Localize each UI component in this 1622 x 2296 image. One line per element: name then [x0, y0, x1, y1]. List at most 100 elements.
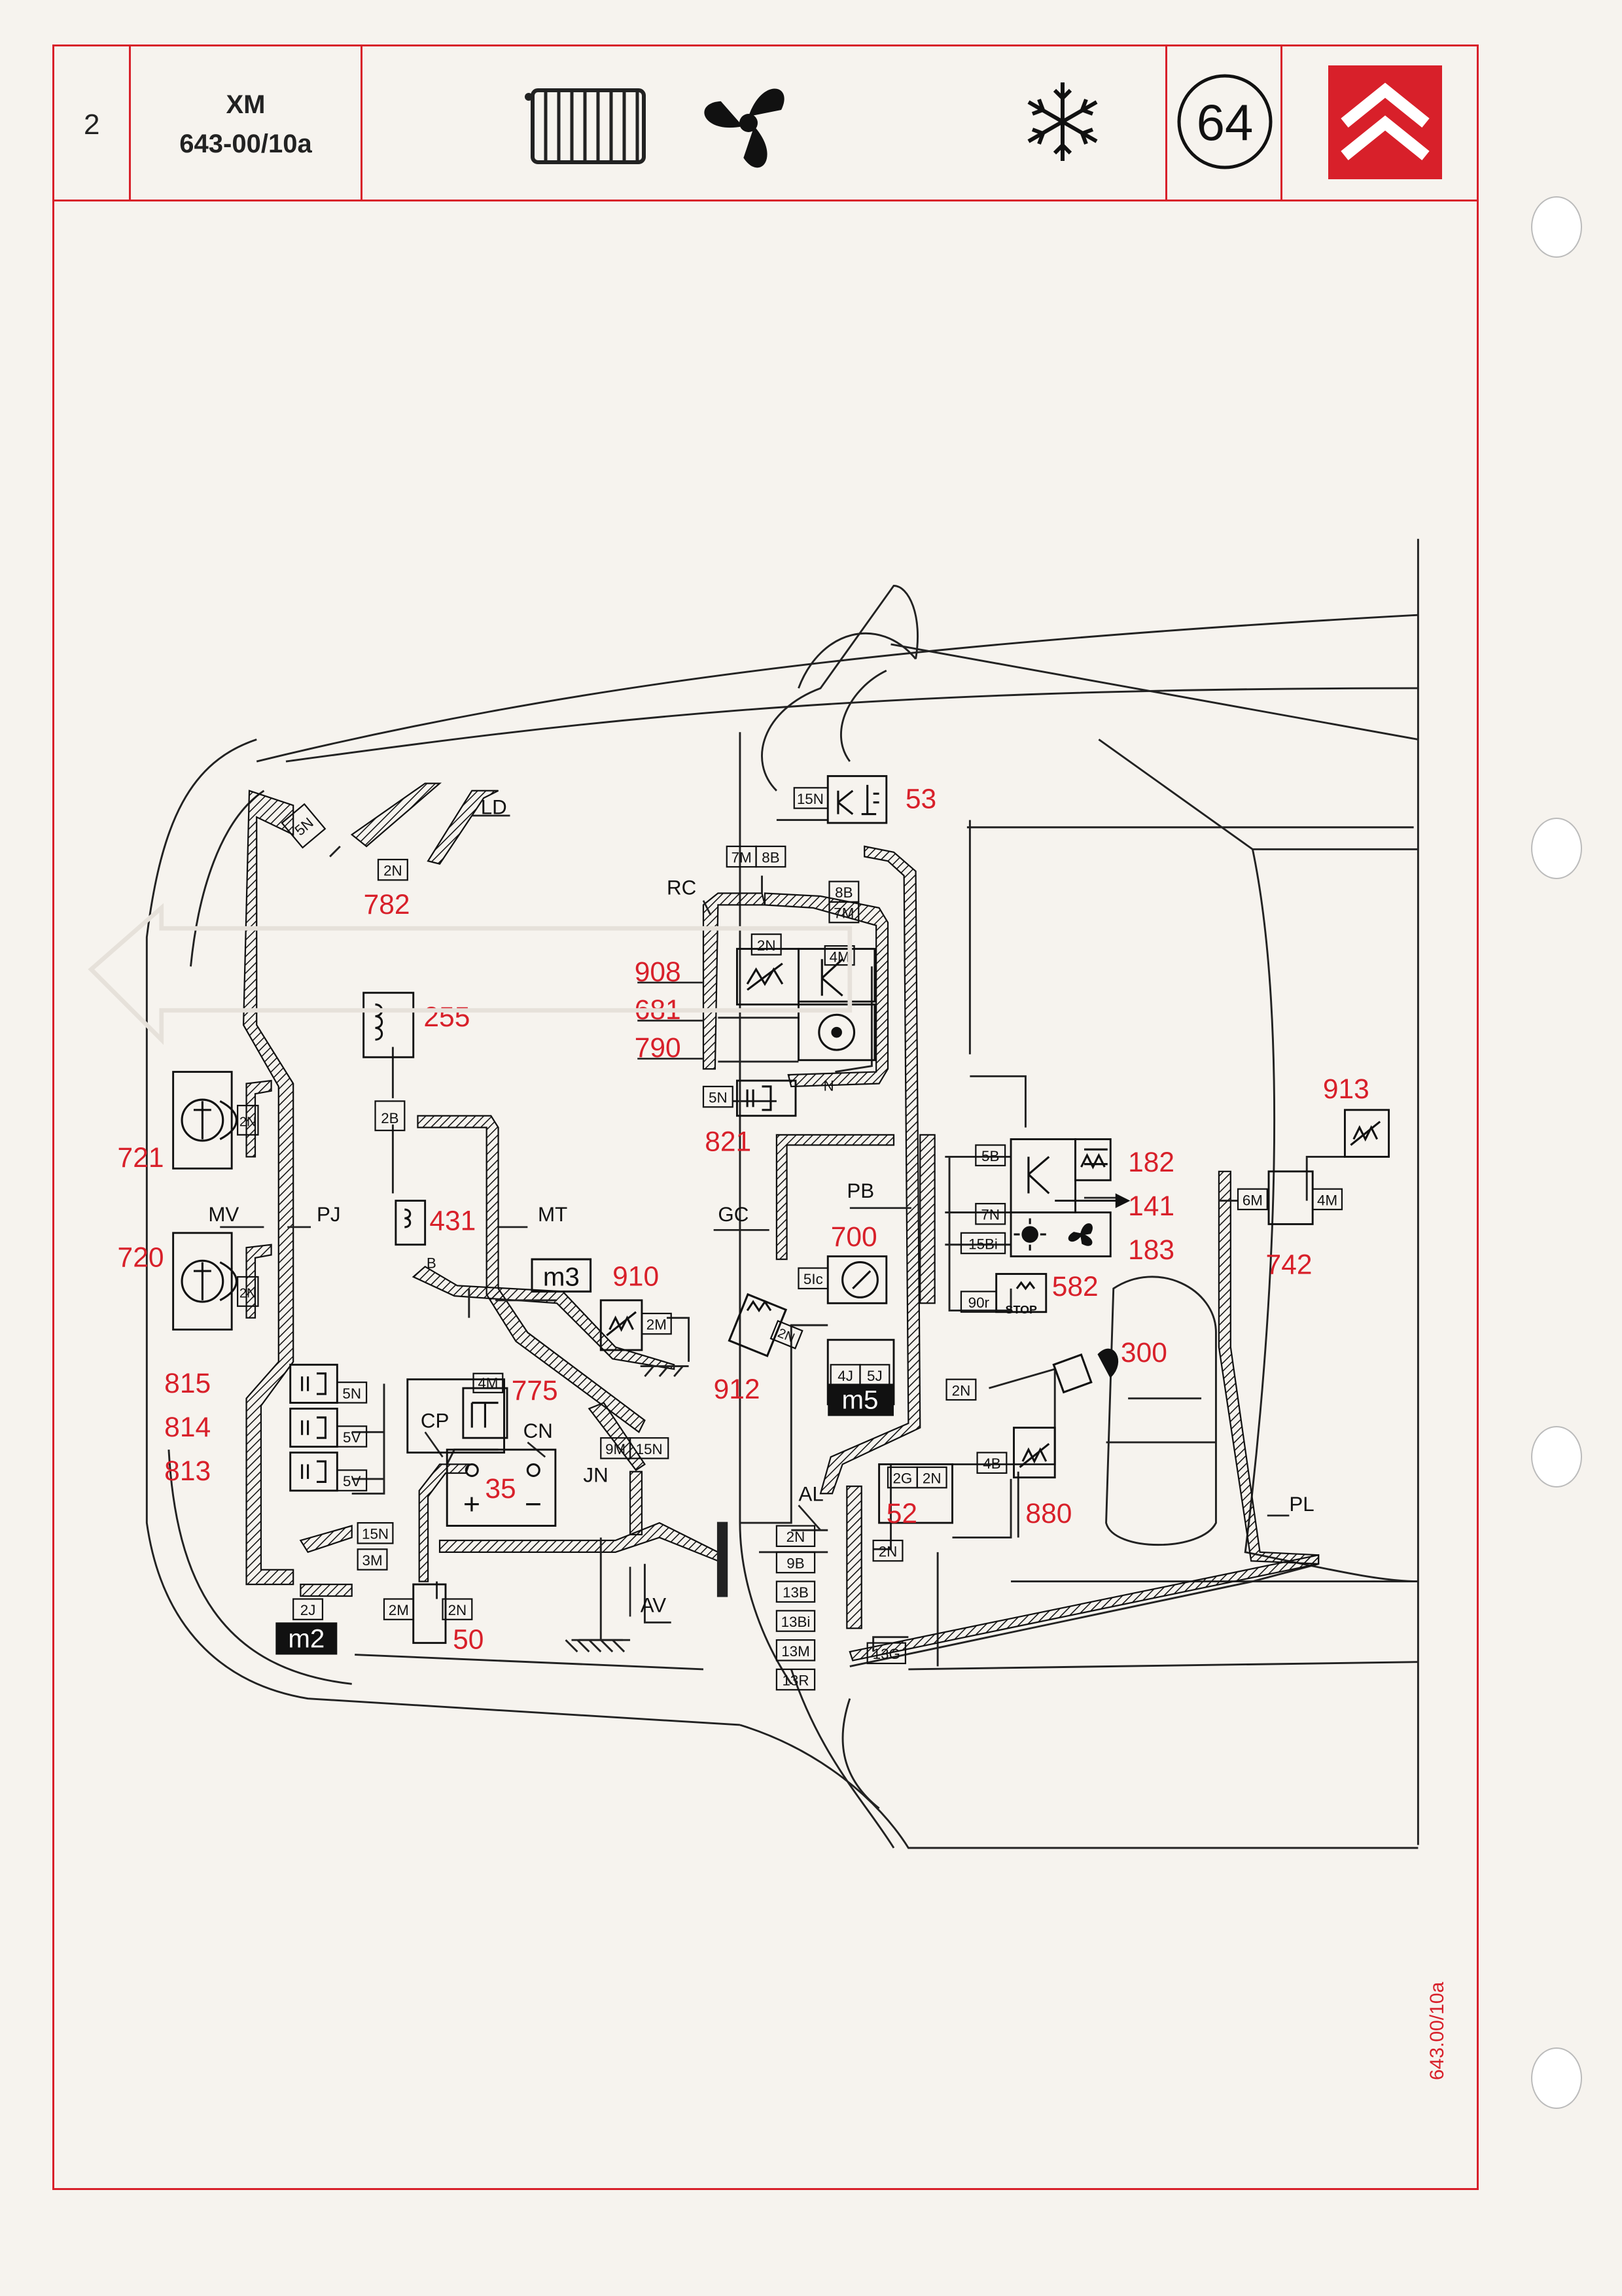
car-outline — [145, 538, 1419, 1849]
connector-8b: 8B — [762, 849, 779, 865]
connector-3m: 3M — [362, 1552, 383, 1569]
small-fan-icon — [1068, 1223, 1093, 1246]
component-300: 300 — [1121, 1337, 1167, 1368]
connector-7m: 7M — [732, 849, 752, 865]
connector-13r: 13R — [782, 1673, 809, 1689]
component-775: 775 — [512, 1375, 558, 1406]
component-721: 721 — [118, 1142, 164, 1174]
component-255: 255 — [423, 1001, 470, 1033]
connector-15bi: 15Bi — [968, 1236, 998, 1252]
connector-4m: 4M — [478, 1375, 498, 1391]
model-cell: XM 643-00/10a — [131, 44, 362, 200]
component-814: 814 — [164, 1412, 211, 1443]
control-panel-icon — [1080, 1148, 1108, 1170]
harness-al: AL — [798, 1482, 823, 1505]
component-908: 908 — [635, 956, 681, 988]
page-frame — [52, 44, 1479, 2190]
battery-minus: − — [525, 1488, 542, 1521]
header-icons — [525, 82, 1098, 168]
component-582: 582 — [1052, 1271, 1099, 1302]
citroen-logo — [1328, 65, 1442, 179]
section-cell: 64 — [1167, 44, 1282, 200]
harness-b: B — [427, 1255, 436, 1272]
component-821: 821 — [705, 1126, 751, 1157]
component-53: 53 — [906, 784, 936, 815]
doc-code: 643-00/10a — [179, 130, 312, 158]
connector-2g: 2G — [892, 1470, 912, 1487]
connector-15n: 15N — [636, 1441, 663, 1457]
harness-pb: PB — [847, 1179, 874, 1202]
stop-label: STOP — [1006, 1303, 1037, 1316]
connector-13g: 13G — [873, 1646, 900, 1662]
harness-cn: CN — [523, 1419, 553, 1442]
ground-m5: m5 — [842, 1385, 879, 1414]
harness-gc: GC — [718, 1203, 749, 1226]
binder-hole — [1531, 1426, 1582, 1487]
arrow-141 — [1055, 1193, 1131, 1208]
connector-2b: 2B — [381, 1110, 398, 1126]
connector-5n: 5N — [342, 1385, 361, 1402]
connector-15n: 15N — [362, 1526, 389, 1542]
harness-bundles — [242, 782, 1320, 1661]
connector-4m: 4M — [1317, 1192, 1337, 1208]
component-913: 913 — [1323, 1073, 1369, 1105]
component-141: 141 — [1128, 1191, 1174, 1222]
harness-pj: PJ — [317, 1203, 341, 1226]
connector-2n: 2N — [448, 1602, 467, 1618]
wires — [329, 819, 1345, 1652]
battery-signs: + − — [463, 1488, 542, 1521]
component-52: 52 — [887, 1498, 917, 1529]
harness-mt: MT — [538, 1203, 567, 1226]
logo-cell — [1282, 44, 1475, 200]
snowflake-icon — [1027, 82, 1098, 161]
connector-2n: 2N — [879, 1544, 898, 1560]
battery-icon — [465, 1463, 540, 1477]
gauge-icon — [841, 1261, 879, 1298]
component-782: 782 — [364, 889, 410, 920]
connector-2m: 2M — [389, 1602, 409, 1618]
page-number: 2 — [84, 109, 100, 141]
connector-9b: 9B — [786, 1555, 804, 1571]
component-912: 912 — [714, 1374, 760, 1405]
binder-hole — [1531, 2047, 1582, 2109]
ground-symbols — [565, 1365, 728, 1653]
binder-hole — [1531, 196, 1582, 258]
component-813: 813 — [164, 1455, 211, 1487]
resistor-icon — [606, 962, 1381, 1469]
connector-5v: 5V — [343, 1429, 361, 1446]
component-35: 35 — [485, 1473, 516, 1505]
relay-k-icon — [820, 790, 1050, 1194]
connector-2n: 2N — [239, 1115, 256, 1129]
fan-motor-icon — [181, 1098, 238, 1303]
harness-labels: LD RC MV PJ MT GC PB CP CN JN AL AV PL B… — [208, 796, 1314, 1617]
connector-2n: 2N — [239, 1286, 256, 1300]
connector-4m: 4M — [830, 949, 850, 965]
component-glyphs — [181, 784, 1381, 1483]
harness-rc: RC — [667, 877, 696, 899]
component-815: 815 — [164, 1368, 211, 1399]
sun-icon — [1014, 1218, 1046, 1251]
connector-2n: 2N — [757, 937, 776, 954]
page-number-cell: 2 — [52, 44, 131, 200]
icon-cell — [362, 44, 1167, 200]
harness-n: N — [824, 1078, 834, 1094]
connector-2n: 2N — [952, 1382, 971, 1399]
harness-cp: CP — [421, 1410, 450, 1433]
component-910: 910 — [612, 1261, 659, 1292]
thermostat-775-icon — [470, 1401, 499, 1428]
connector-90r: 90r — [968, 1295, 990, 1311]
connector-5n: 5N — [292, 814, 317, 839]
connector-2n: 2N — [383, 863, 402, 879]
harness-mv: MV — [208, 1203, 239, 1226]
ground-m2: m2 — [288, 1624, 325, 1653]
connector-13bi: 13Bi — [781, 1614, 811, 1630]
section-number: 64 — [1197, 94, 1254, 151]
vent-flap-icon — [728, 1293, 788, 1357]
connector-5n: 5N — [709, 1090, 728, 1106]
component-880: 880 — [1025, 1498, 1072, 1529]
connector-tags: 15N 7M 8B 8B 7M 2N 4M 5N 5N 2N 2N 2N 2B … — [236, 787, 1343, 1691]
fan-icon — [704, 88, 785, 168]
battery-plus: + — [463, 1488, 480, 1521]
component-431: 431 — [429, 1205, 476, 1236]
